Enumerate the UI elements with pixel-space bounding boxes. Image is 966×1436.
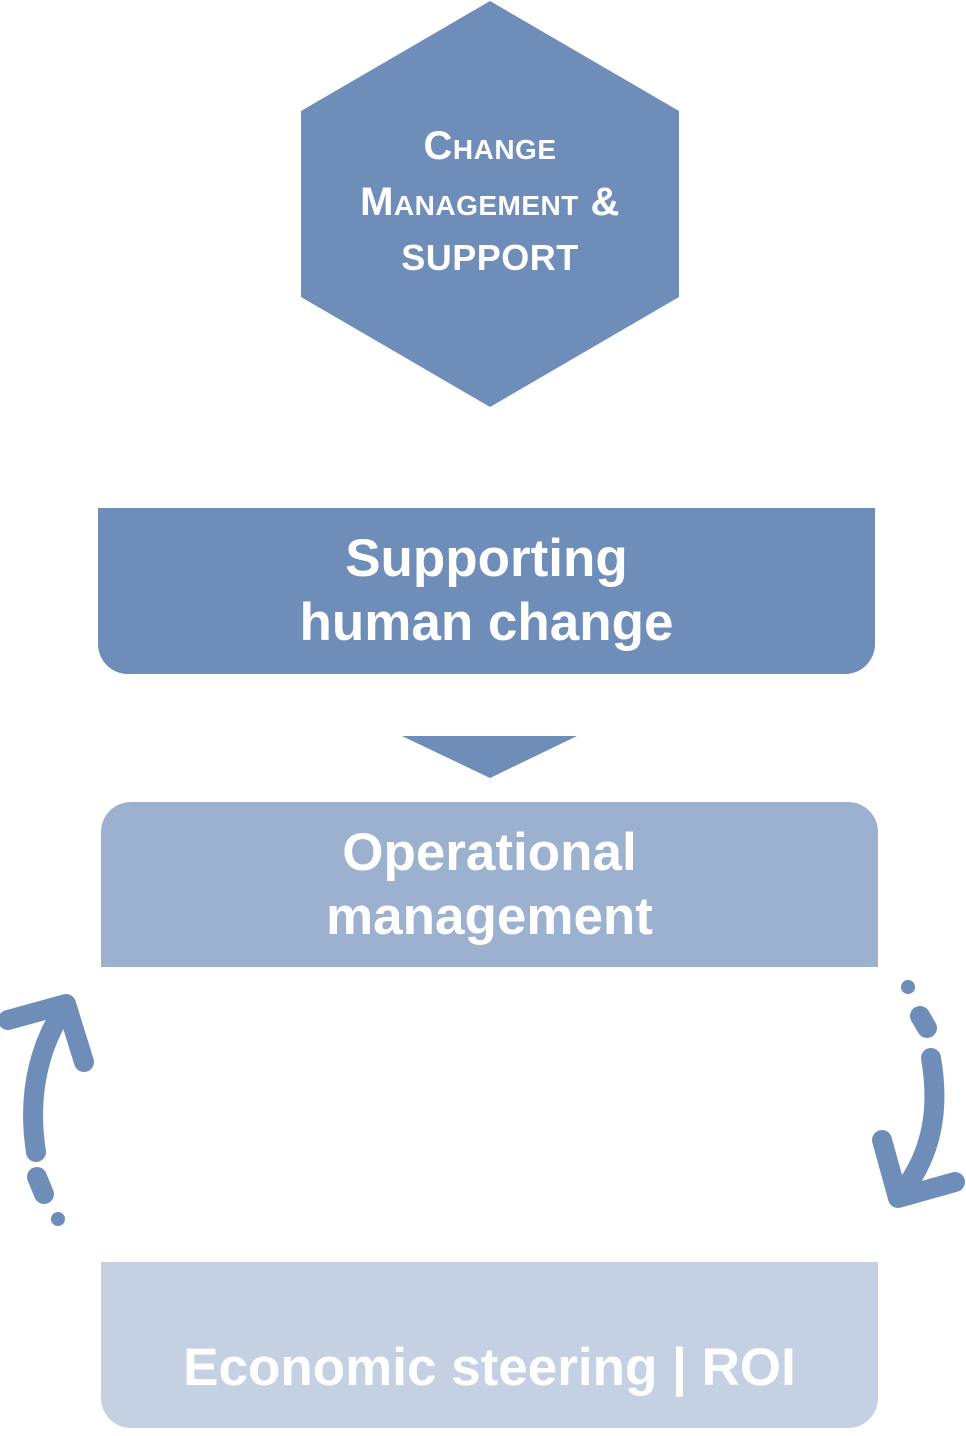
left-cycle-arrow-icon xyxy=(0,994,94,1226)
down-arrow-triangle xyxy=(402,736,577,778)
hexagon-label-line1: Change xyxy=(423,124,557,168)
economic-label: Economic steering | ROI xyxy=(183,1338,796,1397)
hexagon-label-line2: Management & xyxy=(360,180,620,224)
operational-line2: management xyxy=(326,886,653,946)
hexagon-label: Change Management & support xyxy=(300,118,680,286)
economic-steering-box: Economic steering | ROI xyxy=(101,1262,878,1428)
supporting-line1: Supporting xyxy=(345,529,628,588)
change-management-hexagon xyxy=(301,1,679,407)
supporting-human-change-box: Supporting human change xyxy=(98,508,875,674)
right-cycle-arrow-icon xyxy=(872,980,965,1208)
operational-line1: Operational xyxy=(342,822,637,882)
operational-management-box: Operational management xyxy=(101,802,878,967)
hexagon-label-line3: support xyxy=(401,237,579,278)
supporting-line2: human change xyxy=(299,593,674,652)
